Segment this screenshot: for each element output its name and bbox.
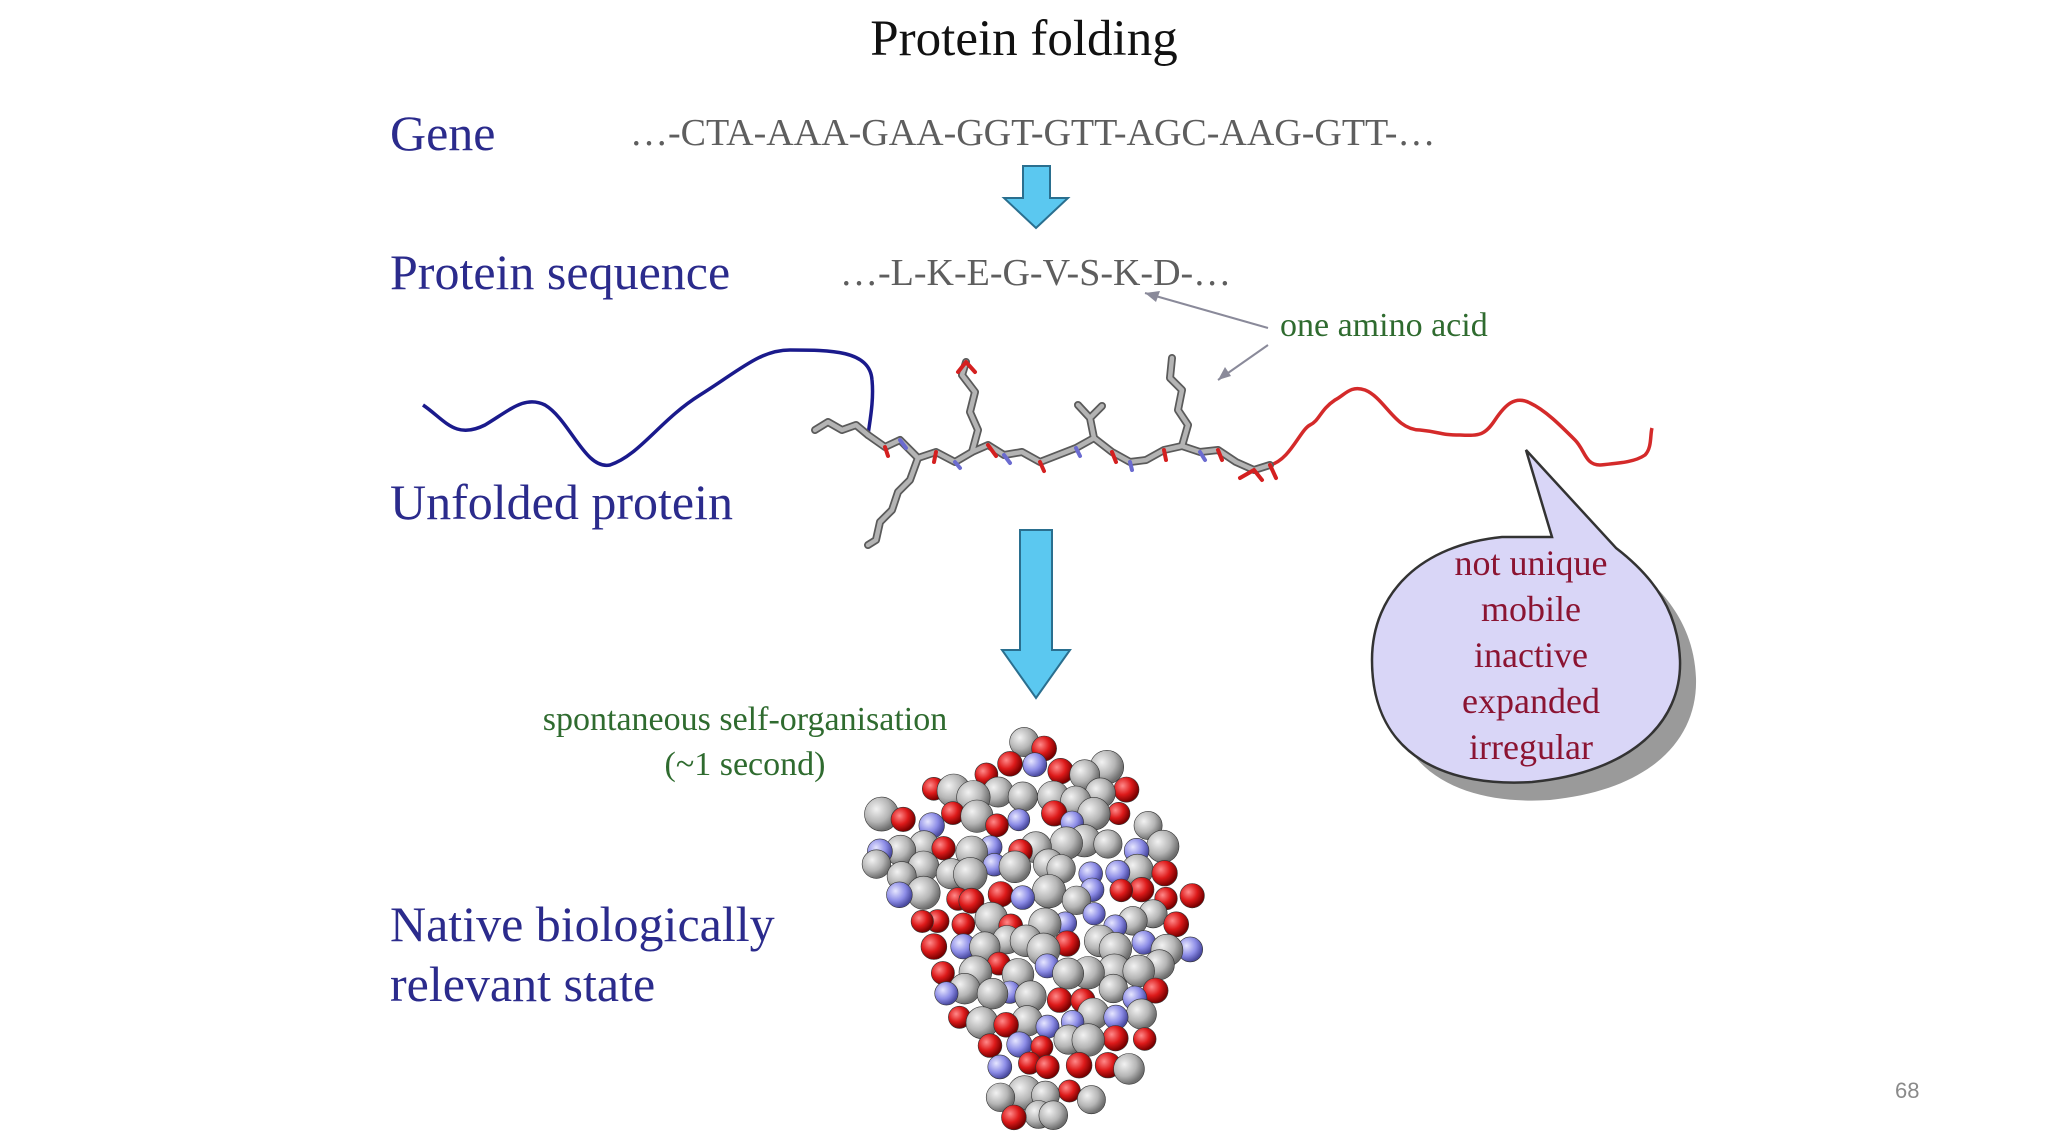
nitrogen-atom: [1022, 752, 1048, 778]
protein-sequence-text: …-L-K-E-G-V-S-K-D-…: [840, 252, 1232, 294]
unfolded-chain-red: [1269, 387, 1654, 467]
oxygen-atom: [1109, 878, 1134, 903]
amino-acid-pointer-1: [1144, 292, 1269, 329]
oxygen-atom: [1113, 776, 1140, 803]
oxygen-atom: [951, 912, 976, 937]
unfolded-chain-blue: [422, 348, 875, 467]
oxygen-atom: [1179, 883, 1205, 909]
oxygen-atom: [993, 1012, 1019, 1038]
oxygen-atom: [920, 933, 948, 960]
carbon-atom: [1052, 957, 1085, 990]
nitrogen-atom: [1082, 902, 1106, 926]
self-organisation-note-line2: (~1 second): [664, 746, 826, 783]
bubble-item: not unique: [1454, 543, 1608, 583]
oxygen-atom: [1151, 860, 1178, 887]
carbon-atom: [861, 849, 892, 879]
label-native-line2: relevant state: [390, 956, 656, 1012]
oxygen-atom: [1132, 1027, 1157, 1051]
stick-model-backbone: [811, 354, 1278, 549]
label-native-line1: Native biologically: [390, 896, 775, 952]
oxygen-atom: [1102, 1025, 1129, 1052]
down-arrow-large: [1000, 529, 1072, 700]
carbon-atom: [953, 857, 988, 892]
oxygen-atom: [958, 887, 985, 914]
oxygen-atom: [931, 836, 956, 861]
carbon-atom: [1007, 781, 1038, 812]
self-organisation-note-line1: spontaneous self-organisation: [542, 701, 948, 738]
amino-acid-pointer-head-2: [1218, 367, 1231, 380]
bubble-item: inactive: [1474, 635, 1588, 675]
carbon-atom: [1126, 998, 1157, 1030]
gene-sequence-text: …-CTA-AAA-GAA-GGT-GTT-AGC-AAG-GTT-…: [630, 112, 1436, 154]
oxygen-atom: [890, 806, 916, 832]
oxygen-atom: [1001, 1104, 1027, 1131]
carbon-atom: [1146, 829, 1180, 863]
oxygen-atom: [1163, 911, 1189, 938]
oxygen-atom: [1046, 987, 1073, 1013]
oxygen-atom: [1129, 876, 1155, 903]
amino-acid-pointer-head-1: [1145, 291, 1160, 302]
down-arrow-small: [1001, 165, 1071, 230]
carbon-atom: [1071, 1023, 1105, 1057]
label-unfolded-protein: Unfolded protein: [390, 474, 733, 530]
space-filling-model: [861, 727, 1205, 1131]
carbon-atom: [976, 977, 1009, 1010]
bubble-item: expanded: [1462, 681, 1600, 721]
carbon-atom: [1038, 1100, 1069, 1130]
carbon-atom: [1061, 885, 1092, 915]
amino-acid-annotation: one amino acid: [1280, 307, 1488, 344]
nitrogen-atom: [1007, 808, 1031, 832]
nitrogen-atom: [886, 881, 913, 908]
oxygen-atom: [1107, 801, 1131, 825]
page-number: 68: [1895, 1078, 1920, 1103]
page-title: Protein folding: [870, 11, 1178, 67]
bubble-item: mobile: [1481, 589, 1581, 629]
bubble-item: irregular: [1469, 727, 1593, 767]
nitrogen-atom: [934, 981, 959, 1006]
label-gene: Gene: [390, 105, 496, 161]
oxygen-atom: [997, 751, 1023, 777]
oxygen-atom: [1035, 1054, 1060, 1080]
oxygen-atom: [1065, 1051, 1093, 1079]
bubble-text: not unique mobile inactive expanded irre…: [1396, 540, 1666, 770]
carbon-atom: [1032, 874, 1067, 909]
carbon-atom: [1077, 1085, 1106, 1115]
oxygen-atom: [910, 909, 934, 933]
oxygen-atom: [977, 1033, 1003, 1058]
carbon-atom: [998, 850, 1032, 883]
label-protein-sequence: Protein sequence: [390, 244, 731, 300]
carbon-atom: [1093, 829, 1123, 859]
properties-speech-bubble: [1370, 449, 1697, 801]
nitrogen-atom: [1010, 885, 1035, 910]
carbon-atom: [985, 1082, 1016, 1112]
carbon-atom: [1113, 1053, 1145, 1085]
oxygen-atom: [985, 813, 1009, 838]
nitrogen-atom: [987, 1054, 1013, 1080]
oxygen-atom: [1047, 757, 1074, 785]
